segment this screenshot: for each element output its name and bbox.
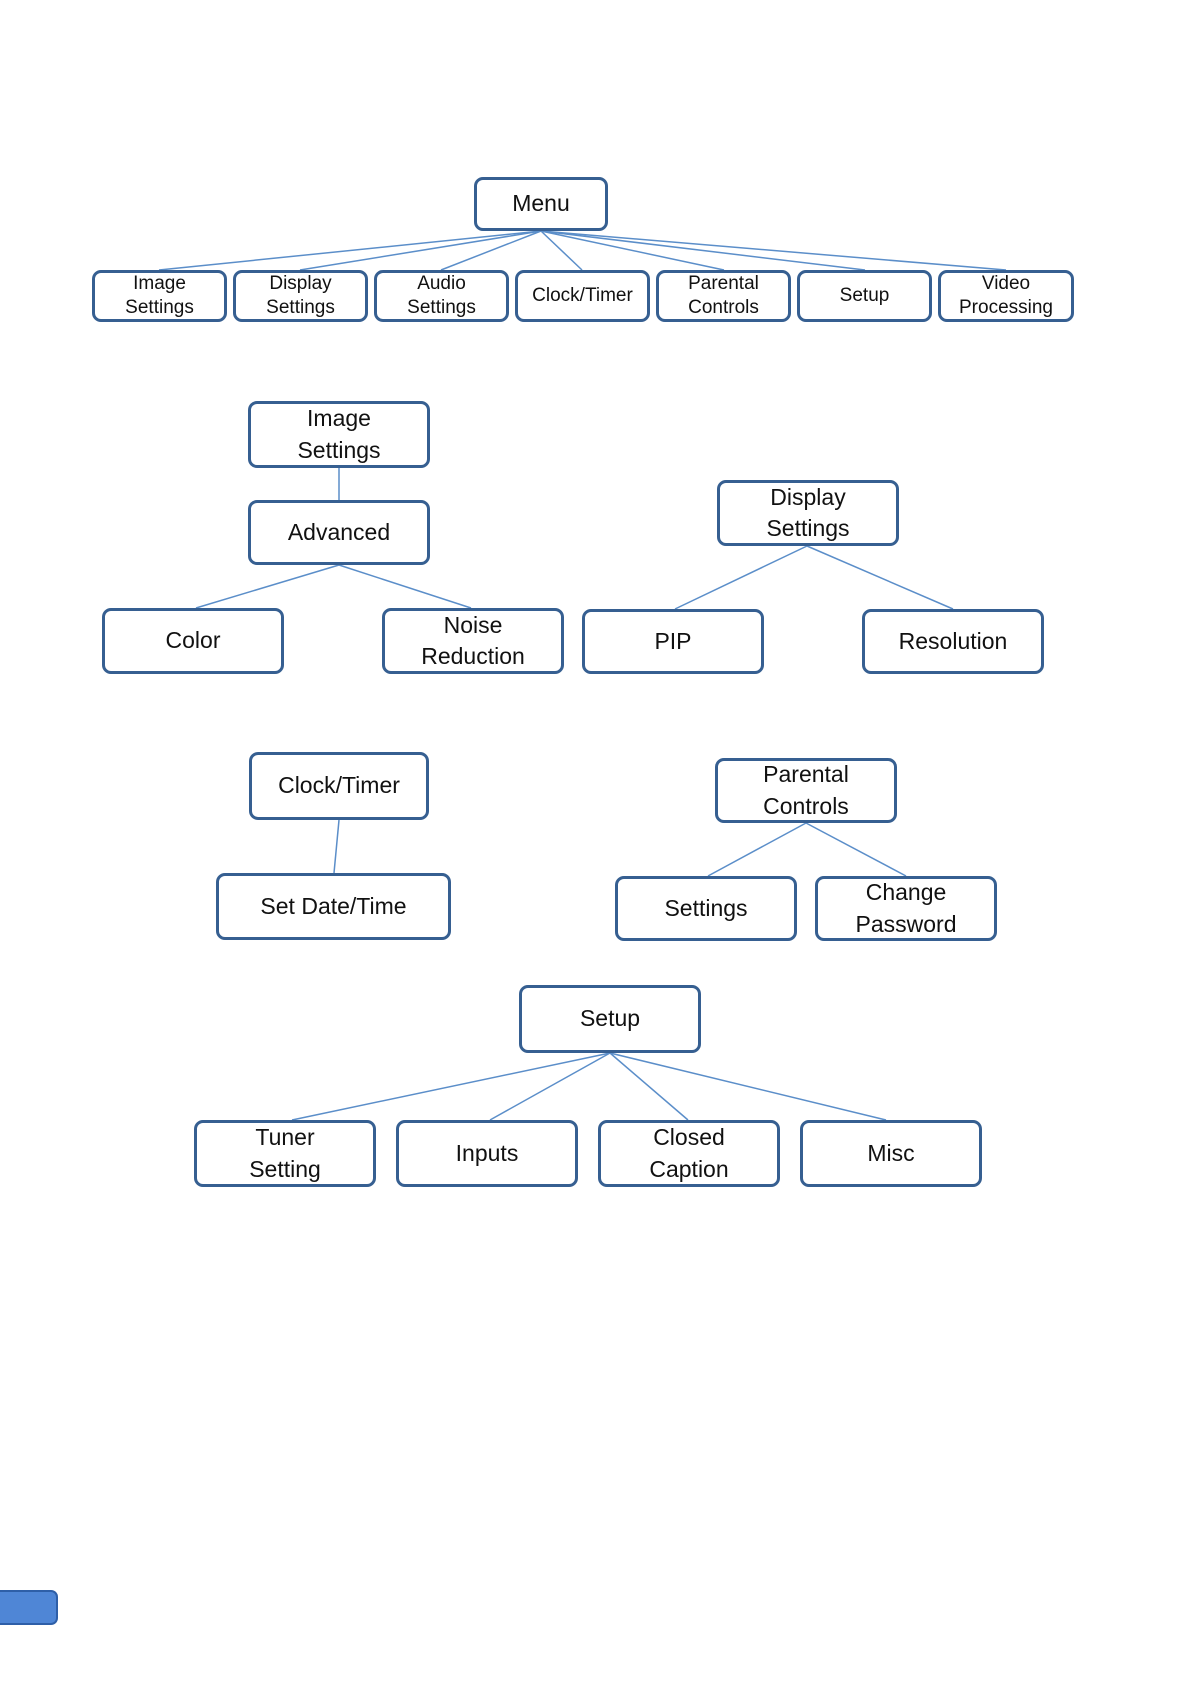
menu-root-node: Menu: [474, 177, 608, 231]
noise-reduction-node: Noise Reduction: [382, 608, 564, 674]
connector-menu-display: [300, 231, 541, 270]
connector-clock-date: [334, 820, 339, 873]
menu-node-audio-settings: Audio Settings: [374, 270, 509, 322]
page-corner-tab: [0, 1590, 58, 1625]
connector-setup-inputs: [490, 1053, 610, 1120]
connector-display-resolution: [807, 546, 953, 609]
clock-timer-root-node: Clock/Timer: [249, 752, 429, 820]
parental-settings-node: Settings: [615, 876, 797, 941]
connector-advanced-color: [196, 565, 339, 608]
connector-setup-misc: [610, 1053, 886, 1120]
resolution-node: Resolution: [862, 609, 1044, 674]
menu-node-image-settings: Image Settings: [92, 270, 227, 322]
menu-node-clock-timer: Clock/Timer: [515, 270, 650, 322]
connector-menu-parental: [541, 231, 724, 270]
parental-controls-root-node: Parental Controls: [715, 758, 897, 823]
image-settings-root-node: Image Settings: [248, 401, 430, 468]
connector-setup-tuner: [292, 1053, 610, 1120]
color-node: Color: [102, 608, 284, 674]
menu-node-display-settings: Display Settings: [233, 270, 368, 322]
pip-node: PIP: [582, 609, 764, 674]
connector-parental-password: [806, 823, 906, 876]
menu-node-parental-controls: Parental Controls: [656, 270, 791, 322]
inputs-node: Inputs: [396, 1120, 578, 1187]
change-password-node: Change Password: [815, 876, 997, 941]
connector-parental-settings: [708, 823, 806, 876]
advanced-node: Advanced: [248, 500, 430, 565]
misc-node: Misc: [800, 1120, 982, 1187]
menu-node-setup: Setup: [797, 270, 932, 322]
display-settings-root-node: Display Settings: [717, 480, 899, 546]
set-date-time-node: Set Date/Time: [216, 873, 451, 940]
connector-menu-setup: [541, 231, 865, 270]
connector-menu-clock: [541, 231, 582, 270]
menu-node-video-processing: Video Processing: [938, 270, 1074, 322]
connector-menu-video: [541, 231, 1006, 270]
closed-caption-node: Closed Caption: [598, 1120, 780, 1187]
tuner-setting-node: Tuner Setting: [194, 1120, 376, 1187]
connector-display-pip: [675, 546, 807, 609]
connector-menu-image: [159, 231, 541, 270]
connector-advanced-noise: [339, 565, 471, 608]
setup-root-node: Setup: [519, 985, 701, 1053]
